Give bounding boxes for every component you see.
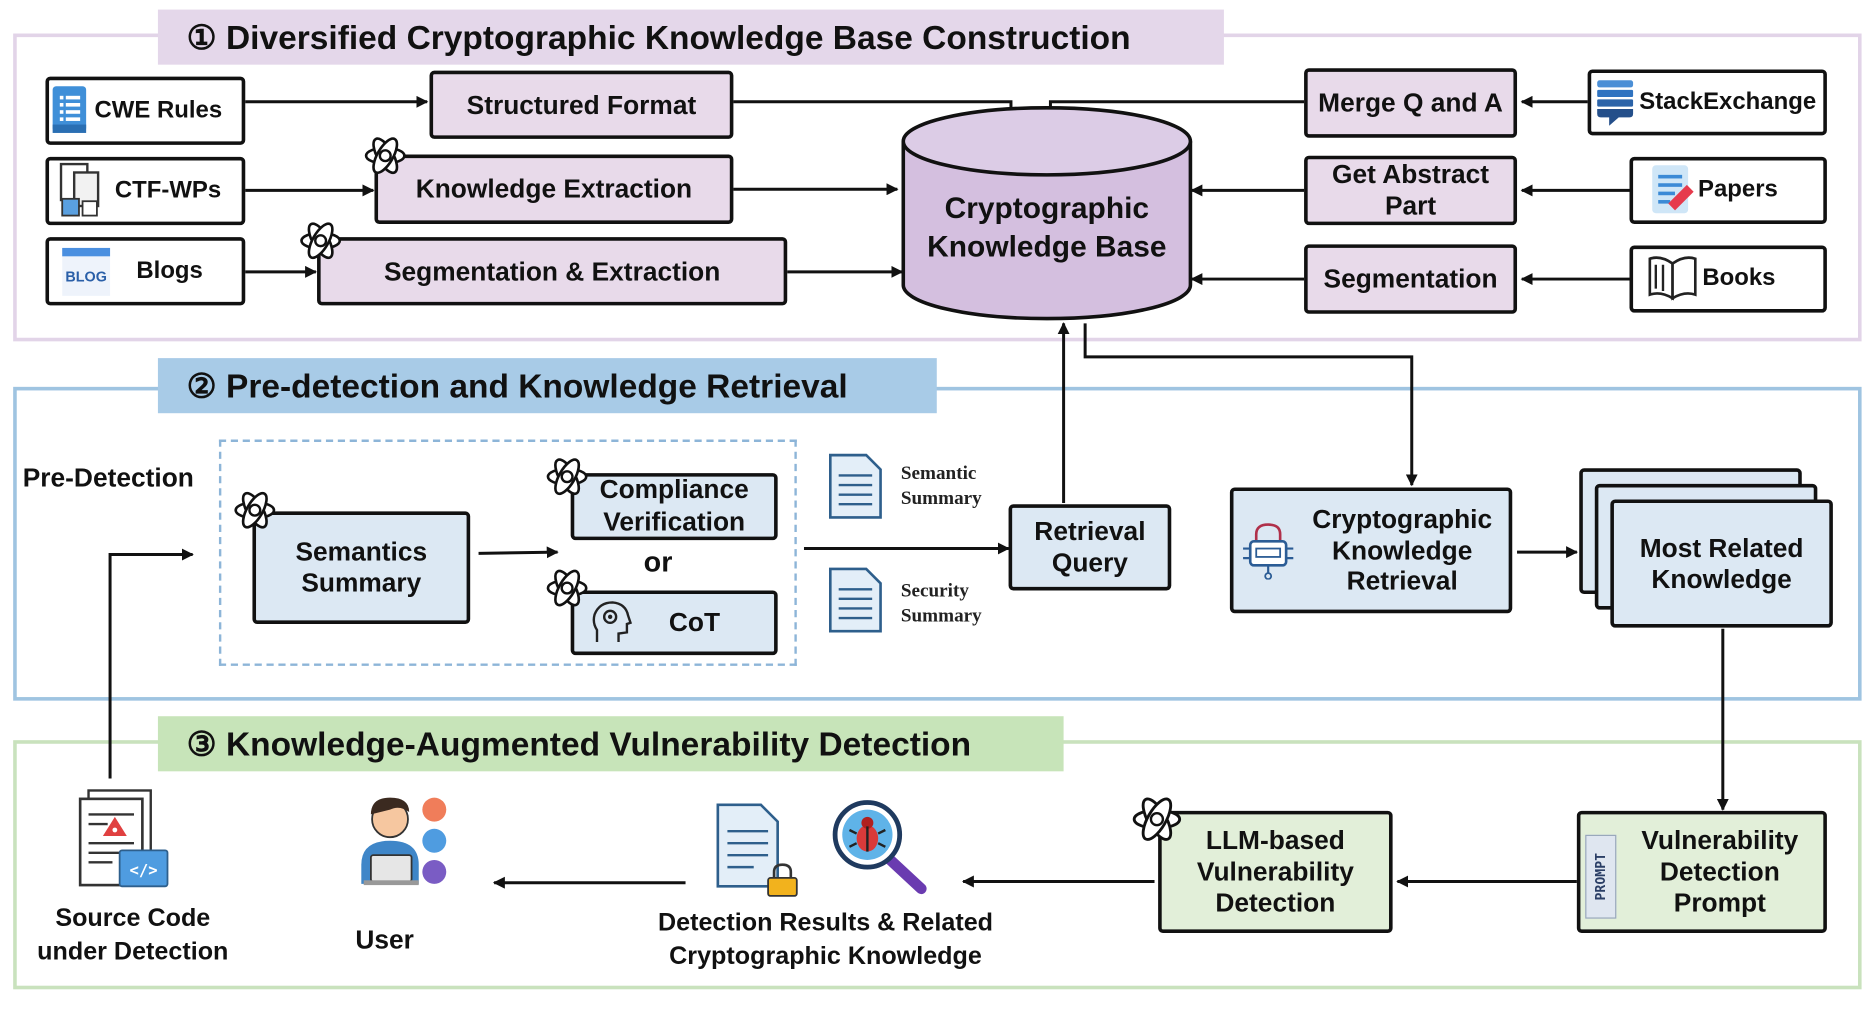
source-books-label: Books [1702, 264, 1776, 292]
prompt-tag-icon: PROMPT [1585, 834, 1617, 919]
source-blogs-label: Blogs [136, 257, 203, 284]
security-summary-label: Security Summary [900, 580, 982, 627]
stackexchange-icon [1597, 80, 1634, 126]
knowledge-base-label: Cryptographic Knowledge Base [927, 191, 1167, 264]
section-title-3: ③ Knowledge-Augmented Vulnerability Dete… [157, 716, 1064, 772]
results-document-lock-icon [716, 803, 798, 897]
process-abstract-part: Get Abstract Part [1304, 155, 1518, 226]
blog-logo-icon: BLOG [62, 247, 111, 296]
source-cwe-label: CWE Rules [94, 96, 223, 124]
llm-detection-box: LLM-based Vulnerability Detection [1158, 810, 1393, 934]
process-structured-format: Structured Format [429, 70, 734, 139]
section-title-2: ② Pre-detection and Knowledge Retrieval [157, 358, 937, 414]
vulnerability-prompt-box: Vulnerability Detection Prompt [1576, 810, 1827, 934]
section-retrieval-frame [13, 386, 1862, 701]
section-title-1: ① Diversified Cryptographic Knowledge Ba… [157, 9, 1224, 65]
process-knowledge-extraction: Knowledge Extraction [374, 154, 734, 224]
source-code-document-icon: </> [78, 789, 169, 888]
detection-results-label: Detection Results & Related Cryptographi… [657, 909, 994, 971]
llm-knot-icon [1132, 797, 1182, 841]
retrieval-query-box: Retrieval Query [1008, 504, 1172, 591]
user-avatar-icon [361, 797, 447, 886]
source-stackexchange-label: StackExchange [1639, 88, 1817, 115]
source-code-label: Source Code under Detection [37, 904, 229, 966]
compliance-verification-box: Compliance Verification [570, 473, 778, 541]
brain-gear-icon [592, 601, 633, 642]
llm-knot-icon [364, 137, 406, 175]
crypto-knowledge-retrieval-box: Cryptographic Knowledge Retrieval [1229, 487, 1513, 614]
semantics-summary-box: Semantics Summary [252, 511, 471, 625]
source-ctf-label: CTF-WPs [114, 176, 222, 204]
lock-circuit-icon [1243, 523, 1294, 580]
document-list-icon [52, 86, 87, 133]
llm-knot-icon [546, 569, 588, 607]
user-label: User [355, 924, 414, 955]
llm-knot-icon [546, 458, 588, 496]
arrow-source-predetect [108, 548, 194, 779]
knowledge-base-cylinder [901, 105, 1193, 321]
arrow-semantics-compliance [478, 546, 559, 559]
pre-detection-group [218, 439, 797, 666]
process-merge-qa: Merge Q and A [1304, 68, 1518, 138]
bug-magnifier-icon [832, 800, 927, 895]
prompt-tag-label: PROMPT [1593, 852, 1609, 901]
arrow-kb-retrieval [1083, 323, 1418, 487]
process-segmentation: Segmentation [1304, 244, 1518, 314]
open-book-icon [1648, 256, 1697, 301]
most-related-knowledge-box: Most Related Knowledge [1610, 499, 1833, 628]
pre-detection-title: Pre-Detection [22, 462, 194, 493]
svg-text:</>: </> [130, 862, 158, 880]
semantic-summary-label: Semantic Summary [900, 463, 982, 509]
llm-knot-icon [234, 491, 276, 529]
writeup-files-icon [59, 162, 100, 217]
cot-box: CoT [570, 590, 778, 656]
semantic-summary-document-icon [828, 453, 882, 519]
llm-knot-icon [300, 222, 342, 260]
paper-edit-icon [1652, 165, 1694, 214]
process-segmentation-extraction: Segmentation & Extraction [317, 237, 788, 306]
or-label: or [643, 546, 673, 579]
security-summary-document-icon [828, 567, 882, 633]
source-papers-label: Papers [1698, 176, 1778, 203]
